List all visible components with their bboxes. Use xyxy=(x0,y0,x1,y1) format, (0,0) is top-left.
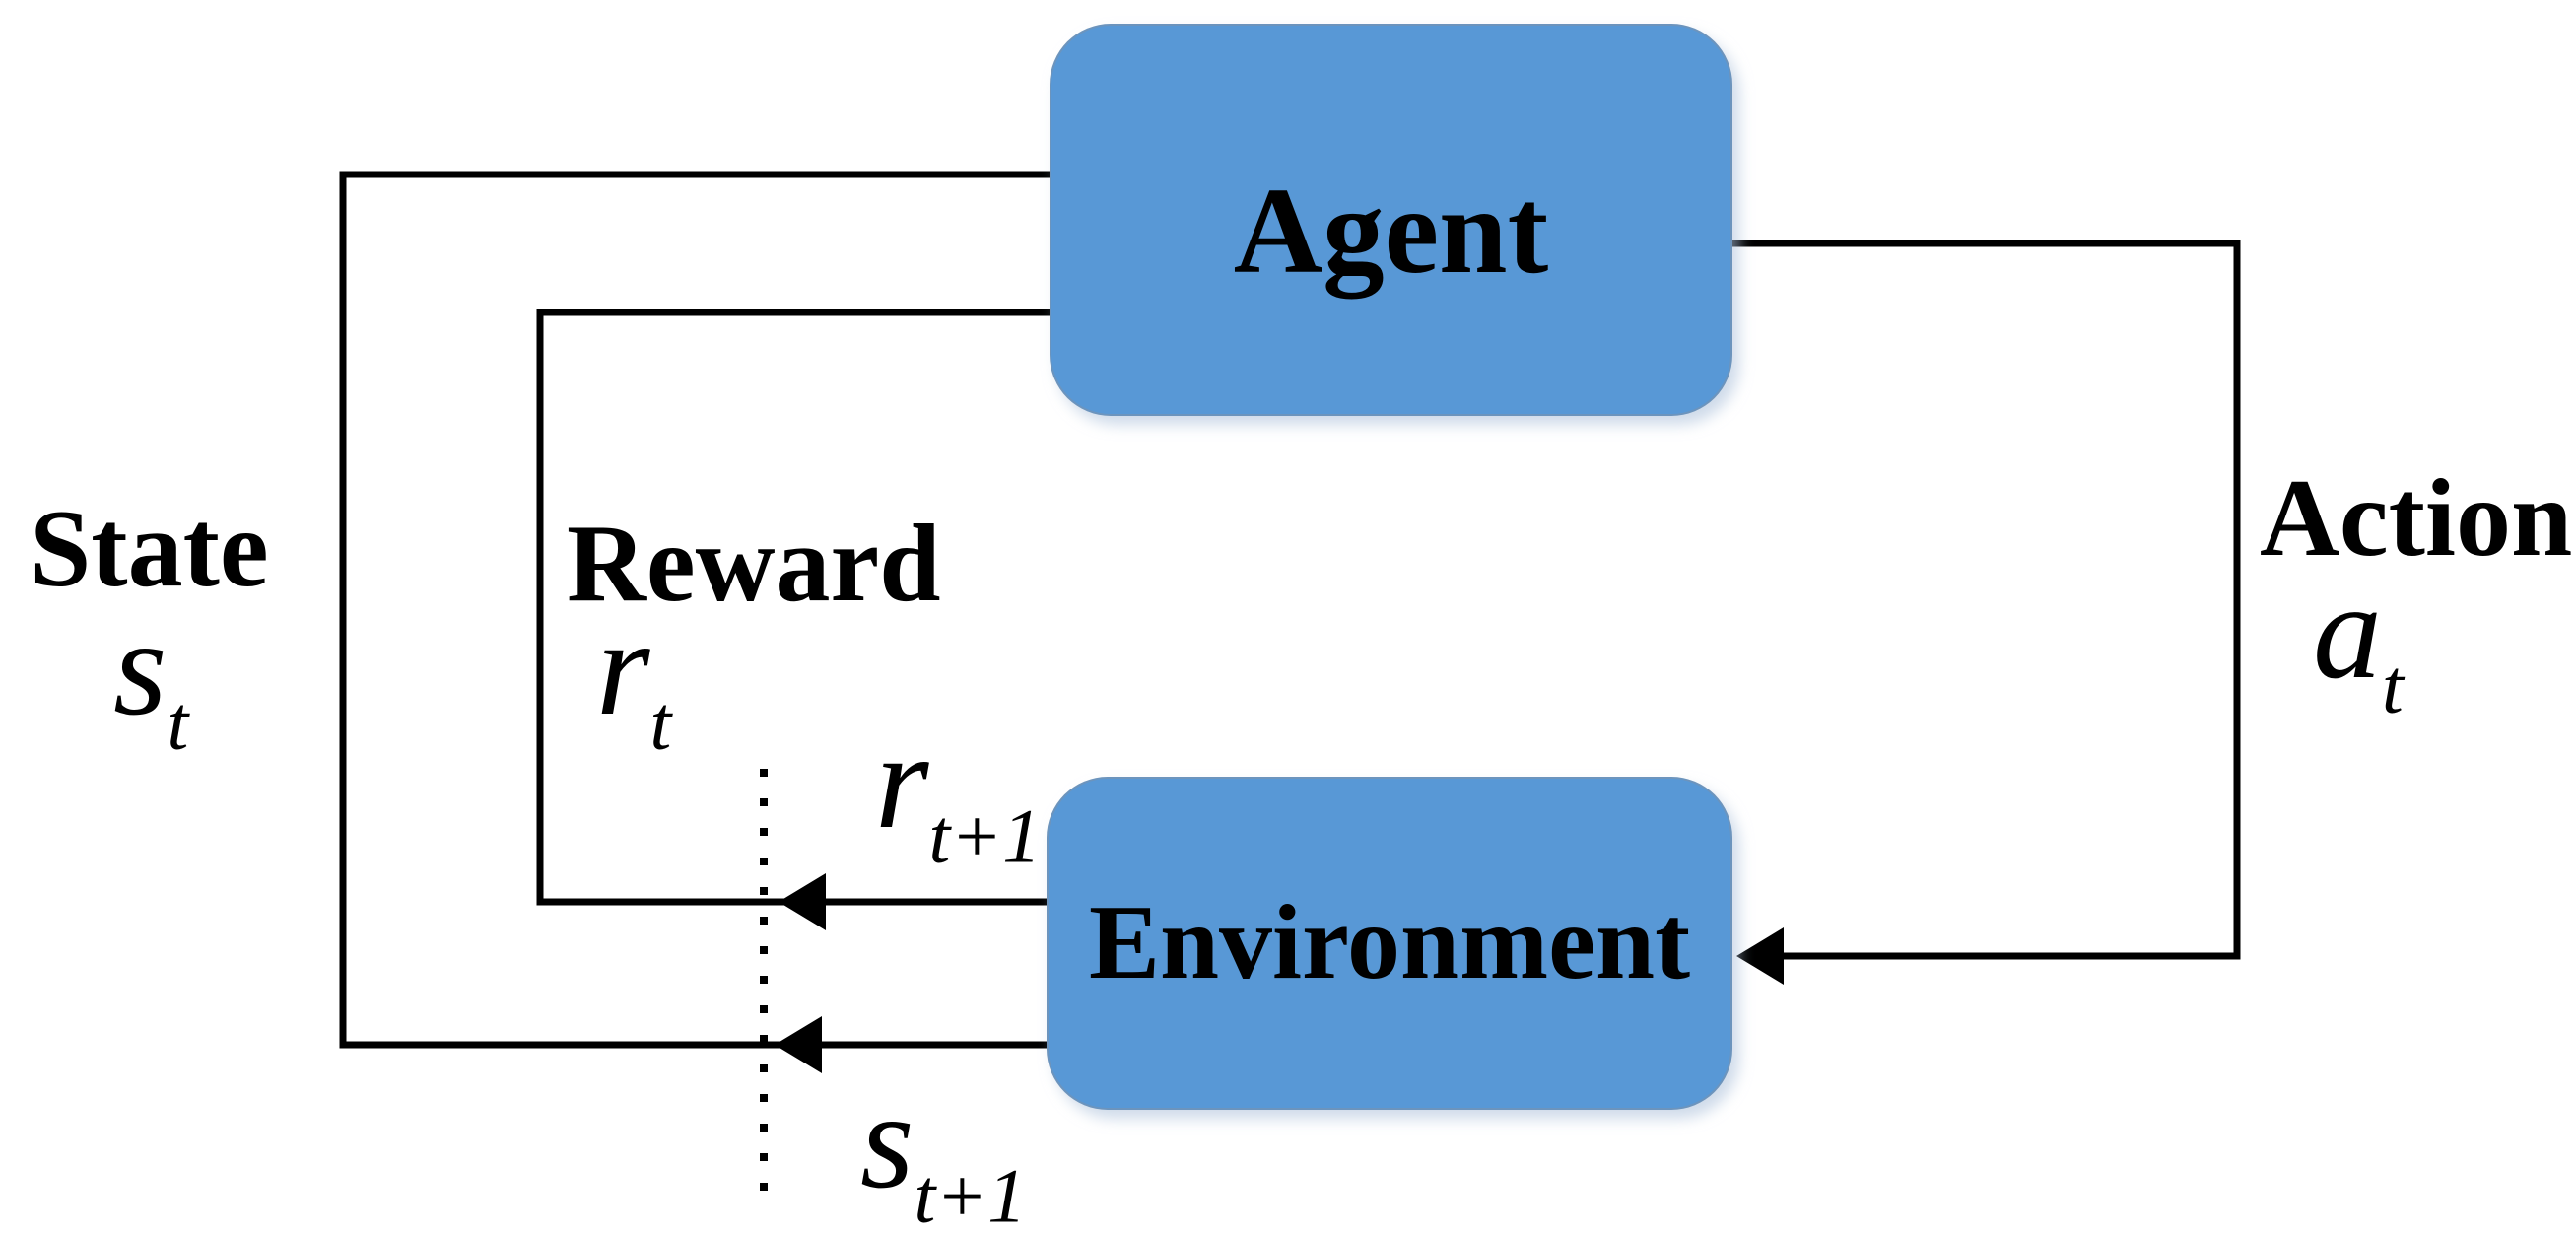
state-wire xyxy=(339,171,1064,1049)
next-state-symbol-base: s xyxy=(860,1064,915,1217)
action-symbol-subscript: t xyxy=(2382,643,2404,729)
state-symbol-subscript: t xyxy=(167,679,189,766)
reward-symbol: rt xyxy=(596,599,671,762)
next-reward-symbol-subscript: t+1 xyxy=(928,792,1042,879)
next-state-symbol-subscript: t+1 xyxy=(914,1152,1027,1235)
next-reward-symbol-base: r xyxy=(875,705,929,858)
action-wire xyxy=(1732,240,2241,960)
action-symbol-base: a xyxy=(2313,555,2382,708)
environment-node-label: Environment xyxy=(1088,884,1691,1001)
state-symbol: st xyxy=(113,599,188,762)
reward-symbol-base: r xyxy=(596,591,650,744)
agent-node-label: Agent xyxy=(1233,163,1549,300)
action-symbol: at xyxy=(2313,563,2404,725)
agent-node: Agent xyxy=(1050,24,1732,416)
state-arrow-icon xyxy=(775,1016,822,1073)
reward-symbol-subscript: t xyxy=(649,679,672,766)
action-arrow-icon xyxy=(1736,927,1784,985)
environment-node: Environment xyxy=(1047,777,1732,1110)
action-label: Action xyxy=(2260,457,2573,580)
next-state-symbol: st+1 xyxy=(860,1072,1026,1235)
reward-arrow-icon xyxy=(779,873,826,930)
reward-label: Reward xyxy=(567,503,941,625)
next-reward-symbol: rt+1 xyxy=(875,713,1041,875)
state-label: State xyxy=(30,488,269,610)
state-symbol-base: s xyxy=(113,591,168,744)
